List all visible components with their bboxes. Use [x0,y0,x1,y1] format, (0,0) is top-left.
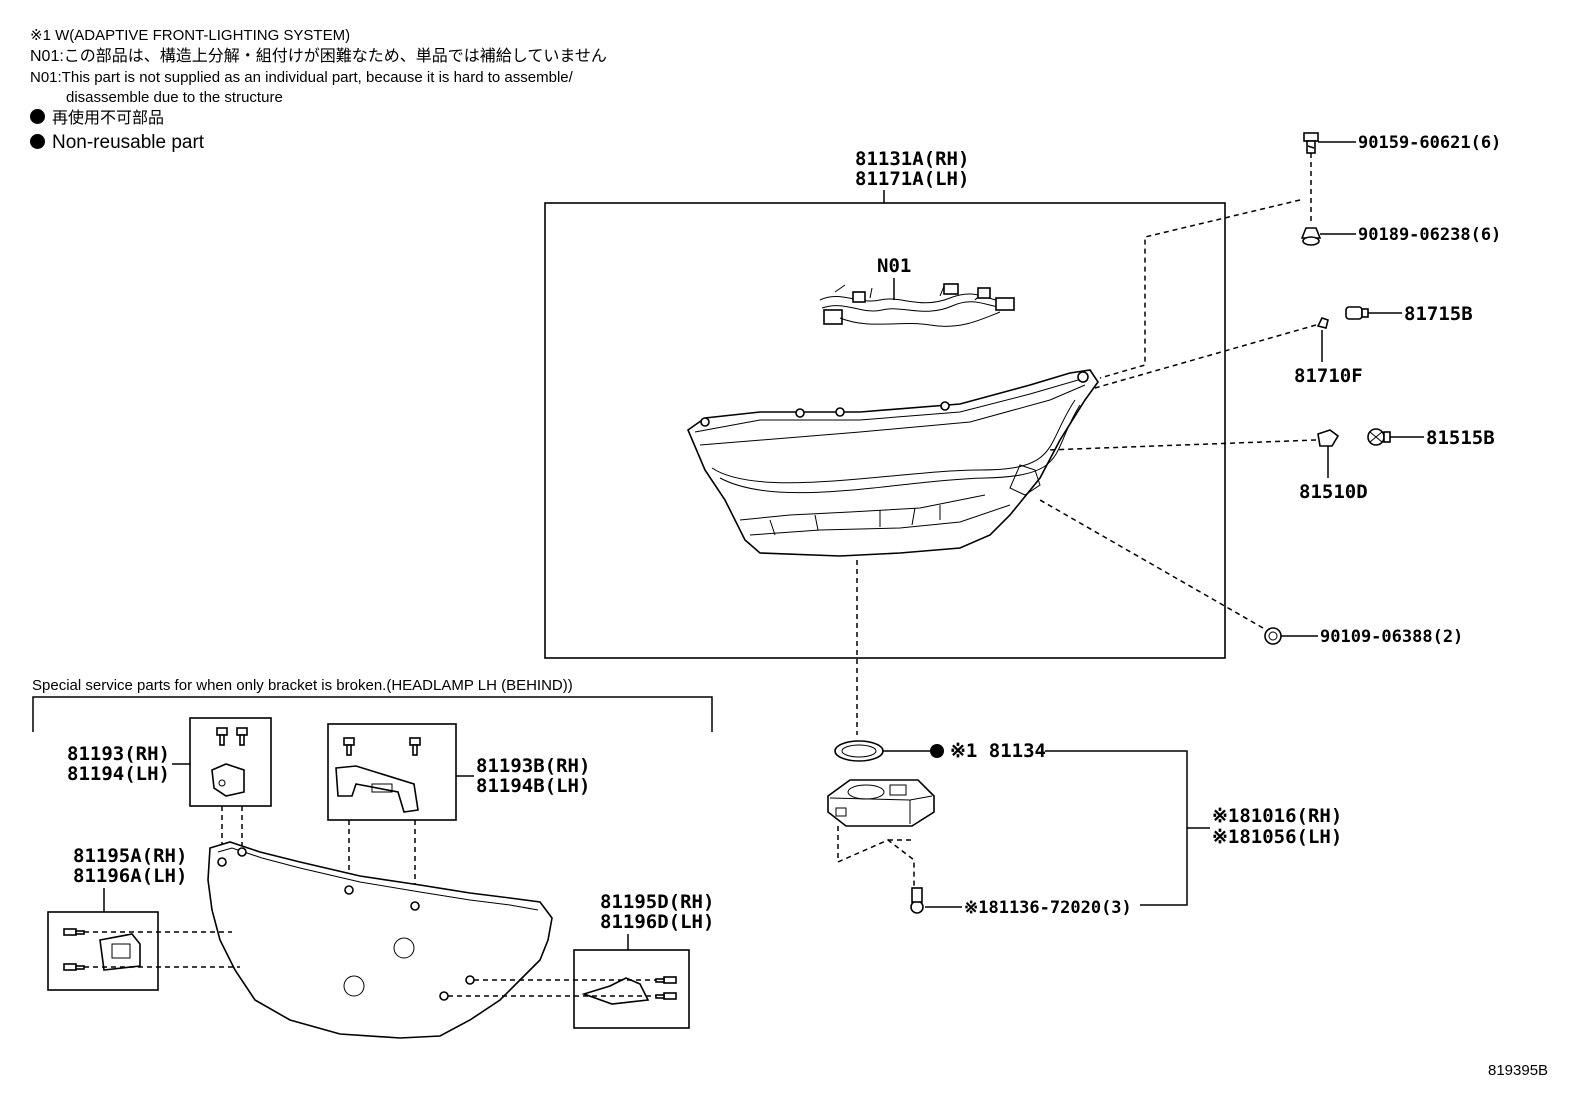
socket-81710F-icon [1316,317,1329,329]
bracket-81195D-icon [581,977,650,1005]
label-81715B: 81715B [1404,303,1473,325]
label-81515B: 81515B [1426,427,1495,449]
dashed-link-90109 [1039,499,1264,629]
figure-number: 819395B [1488,1062,1548,1079]
wire-harness-icon [819,283,1015,327]
label-special-service: Special service parts for when only brac… [32,677,573,694]
bracket-81193B-box [327,723,457,821]
note-afs: ※1 W(ADAPTIVE FRONT-LIGHTING SYSTEM) [30,27,351,44]
bullet-dot-icon [30,133,45,149]
bracket-81195D-box [573,949,690,1029]
label-81194B: 81194B(LH) [476,775,590,797]
label-81196D: 81196D(LH) [600,911,714,933]
socket-81510D-icon [1317,429,1340,447]
bracket-81193B-icon [335,765,419,813]
label-81196A: 81196A(LH) [73,865,187,887]
adjuster-hole-icon [393,937,415,959]
label-81710F: 81710F [1294,365,1363,387]
screw-90159-icon [1303,132,1319,154]
note-nonreusable-jp-text: 再使用不可部品 [52,110,165,128]
note-n01-jp: N01:この部品は、構造上分解・組付けが困難なため、単品では補給していません [30,48,607,66]
label-81171A: 81171A(LH) [855,168,969,190]
dashed-link-screws [837,826,915,888]
bracket-line-ballast [1045,750,1188,906]
mounting-tab-icon [795,408,805,418]
dashed-link-81710F [1094,324,1317,389]
note-n01-en-1: N01:This part is not supplied as an indi… [30,68,573,86]
bracket-81193-box [189,717,272,807]
dashed-link-81510D [1047,439,1317,451]
connector-icon [823,309,843,325]
nonreusable-dot-icon [930,744,944,758]
screw-icon [216,727,248,746]
mounting-tab-icon [835,407,845,417]
label-90189: 90189-06238(6) [1358,225,1501,245]
mounting-tab-icon [940,401,950,411]
clip-90189-icon [1300,227,1322,246]
connector-icon [943,283,959,295]
bulb-81715B-icon [1345,306,1369,320]
label-81134: ※1 81134 [950,740,1046,762]
label-90109: 90109-06388(2) [1320,627,1463,647]
screw-icon [63,928,85,971]
bracket-81193-icon [211,763,245,797]
label-81193: 81193(RH) [67,743,170,765]
headlamp-assembly-group: 81131A(RH) 81171A(LH) N01 [544,132,1501,735]
ballast-group: ※1 81134 ※181016(RH) ※181056(LH) ※181136… [827,740,1342,918]
label-81510D: 81510D [1299,481,1368,503]
bracket-81195A-box [47,911,159,991]
headlamp-housing-icon [687,369,1099,557]
headlamp-assembly-box [544,202,1226,659]
label-81193B: 81193B(RH) [476,755,590,777]
headlamp-rear-housing-icon [207,841,553,1039]
dashed-link-clip [1099,199,1301,379]
screw-81136-icon [910,887,924,914]
label-81056: ※181056(LH) [1212,826,1342,848]
bracket-81195A-icon [99,933,141,971]
screw-icon [655,976,677,1000]
label-n01: N01 [877,255,911,277]
special-service-group: Special service parts for when only brac… [32,677,714,1039]
note-nonreusable-en: Non-reusable part [30,130,607,156]
special-service-bracket [32,696,713,732]
notes-block: ※1 W(ADAPTIVE FRONT-LIGHTING SYSTEM) N01… [30,26,607,156]
label-90159: 90159-60621(6) [1358,133,1501,153]
connector-icon [852,291,866,303]
headlamp-socket-icon [1009,464,1041,496]
label-81131A: 81131A(RH) [855,148,969,170]
label-81195D: 81195D(RH) [600,891,714,913]
screw-icon [343,737,421,756]
label-81016: ※181016(RH) [1212,805,1342,827]
label-81194: 81194(LH) [67,763,170,785]
connector-icon [995,297,1015,311]
mounting-tab-icon [1077,371,1089,383]
label-81195A: 81195A(RH) [73,845,187,867]
mounting-tab-icon [700,417,710,427]
bulb-81515B-icon [1367,428,1391,446]
adjuster-hole-icon [343,975,365,997]
bolt-90109-icon [1264,627,1282,645]
ballast-computer-icon [827,779,935,827]
note-n01-en-2: disassemble due to the structure [66,89,283,107]
bullet-dot-icon [30,109,45,125]
connector-icon [977,287,991,299]
label-81136: ※181136-72020(3) [964,898,1132,918]
note-nonreusable-jp: 再使用不可部品 [30,108,607,130]
note-nonreusable-en-text: Non-reusable part [52,131,205,153]
